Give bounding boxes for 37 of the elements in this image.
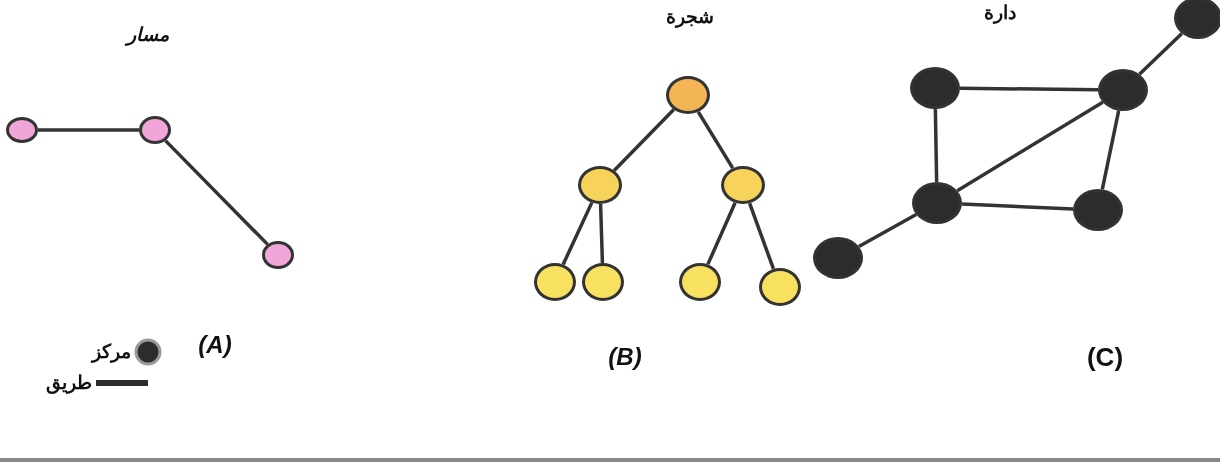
edge-line (1100, 110, 1121, 190)
circle-node (534, 263, 576, 301)
edge-line (961, 202, 1074, 211)
circle-node (912, 182, 962, 224)
circle-node (139, 116, 171, 144)
edge-line (696, 110, 735, 170)
edge-line (956, 100, 1104, 193)
edge-line (164, 139, 269, 246)
circle-node (910, 67, 960, 109)
edge-line (960, 86, 1098, 92)
legend-text: مركز (92, 340, 131, 363)
graph-title: شجرة (666, 4, 714, 28)
edge-line (561, 201, 594, 266)
edge-line (598, 203, 605, 264)
circle-node (679, 263, 721, 301)
edge-line (747, 202, 776, 270)
circle-node (578, 166, 622, 204)
edge-line (1138, 32, 1184, 76)
circle-node (759, 268, 801, 306)
panel-label: (B) (608, 343, 642, 371)
edge-line (706, 202, 737, 266)
circle-node (1174, 0, 1220, 39)
circle-node (666, 76, 710, 114)
legend-text: طريق (46, 371, 92, 394)
circle-node (721, 166, 765, 204)
graph-title: دارة (984, 0, 1016, 24)
circle-node (262, 241, 294, 269)
circle-node (813, 237, 863, 279)
edge-line (612, 108, 676, 172)
circle-node (1098, 69, 1148, 111)
edge-line (38, 128, 139, 132)
panel-label: (C) (1086, 341, 1124, 373)
circle-node (582, 263, 624, 301)
circle-node (6, 117, 38, 143)
circle-node (1073, 189, 1123, 231)
panel-label: (A) (198, 331, 232, 359)
edge-line (933, 108, 939, 183)
